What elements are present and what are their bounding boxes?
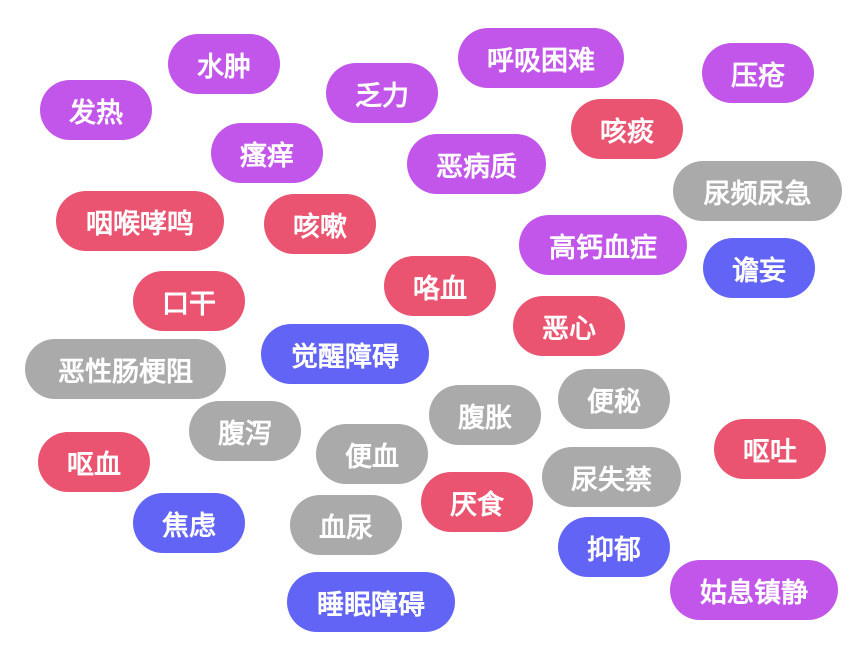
- tag-cachexia[interactable]: 恶病质: [407, 134, 546, 194]
- tag-hemoptysis[interactable]: 咯血: [384, 256, 496, 316]
- tag-fever[interactable]: 发热: [40, 80, 152, 140]
- tag-cough[interactable]: 咳嗽: [264, 194, 376, 254]
- tag-depression[interactable]: 抑郁: [558, 517, 670, 577]
- tag-hematuria[interactable]: 血尿: [290, 495, 402, 555]
- tag-urinary-frequency[interactable]: 尿频尿急: [673, 161, 842, 221]
- tag-pressure-sore[interactable]: 压疮: [702, 43, 814, 103]
- tag-delirium[interactable]: 谵妄: [703, 238, 815, 298]
- tag-constipation[interactable]: 便秘: [558, 369, 670, 429]
- tag-edema[interactable]: 水肿: [168, 34, 280, 94]
- tag-hematemesis[interactable]: 呕血: [38, 432, 150, 492]
- tag-hematochezia[interactable]: 便血: [316, 424, 428, 484]
- tag-dyspnea[interactable]: 呼吸困难: [458, 28, 624, 88]
- tag-nausea[interactable]: 恶心: [513, 296, 625, 356]
- tag-pruritus[interactable]: 瘙痒: [211, 123, 323, 183]
- tag-hypercalcemia[interactable]: 高钙血症: [519, 215, 687, 275]
- tag-bloating[interactable]: 腹胀: [429, 385, 541, 445]
- tag-palliative-sedation[interactable]: 姑息镇静: [670, 560, 838, 620]
- tag-malignant-bowel-obstruction[interactable]: 恶性肠梗阻: [25, 339, 226, 399]
- tag-urinary-incontinence[interactable]: 尿失禁: [542, 447, 681, 507]
- tag-vomiting[interactable]: 呕吐: [714, 419, 826, 479]
- tag-wheezing[interactable]: 咽喉哮鸣: [56, 191, 224, 251]
- tag-anxiety[interactable]: 焦虑: [133, 493, 245, 553]
- tag-dry-mouth[interactable]: 口干: [133, 271, 245, 331]
- tag-consciousness-disorder[interactable]: 觉醒障碍: [261, 324, 429, 384]
- tag-sputum[interactable]: 咳痰: [571, 99, 683, 159]
- tag-sleep-disorder[interactable]: 睡眠障碍: [287, 572, 455, 632]
- tag-diarrhea[interactable]: 腹泻: [189, 401, 301, 461]
- tag-fatigue[interactable]: 乏力: [326, 63, 438, 123]
- tag-anorexia[interactable]: 厌食: [421, 472, 533, 532]
